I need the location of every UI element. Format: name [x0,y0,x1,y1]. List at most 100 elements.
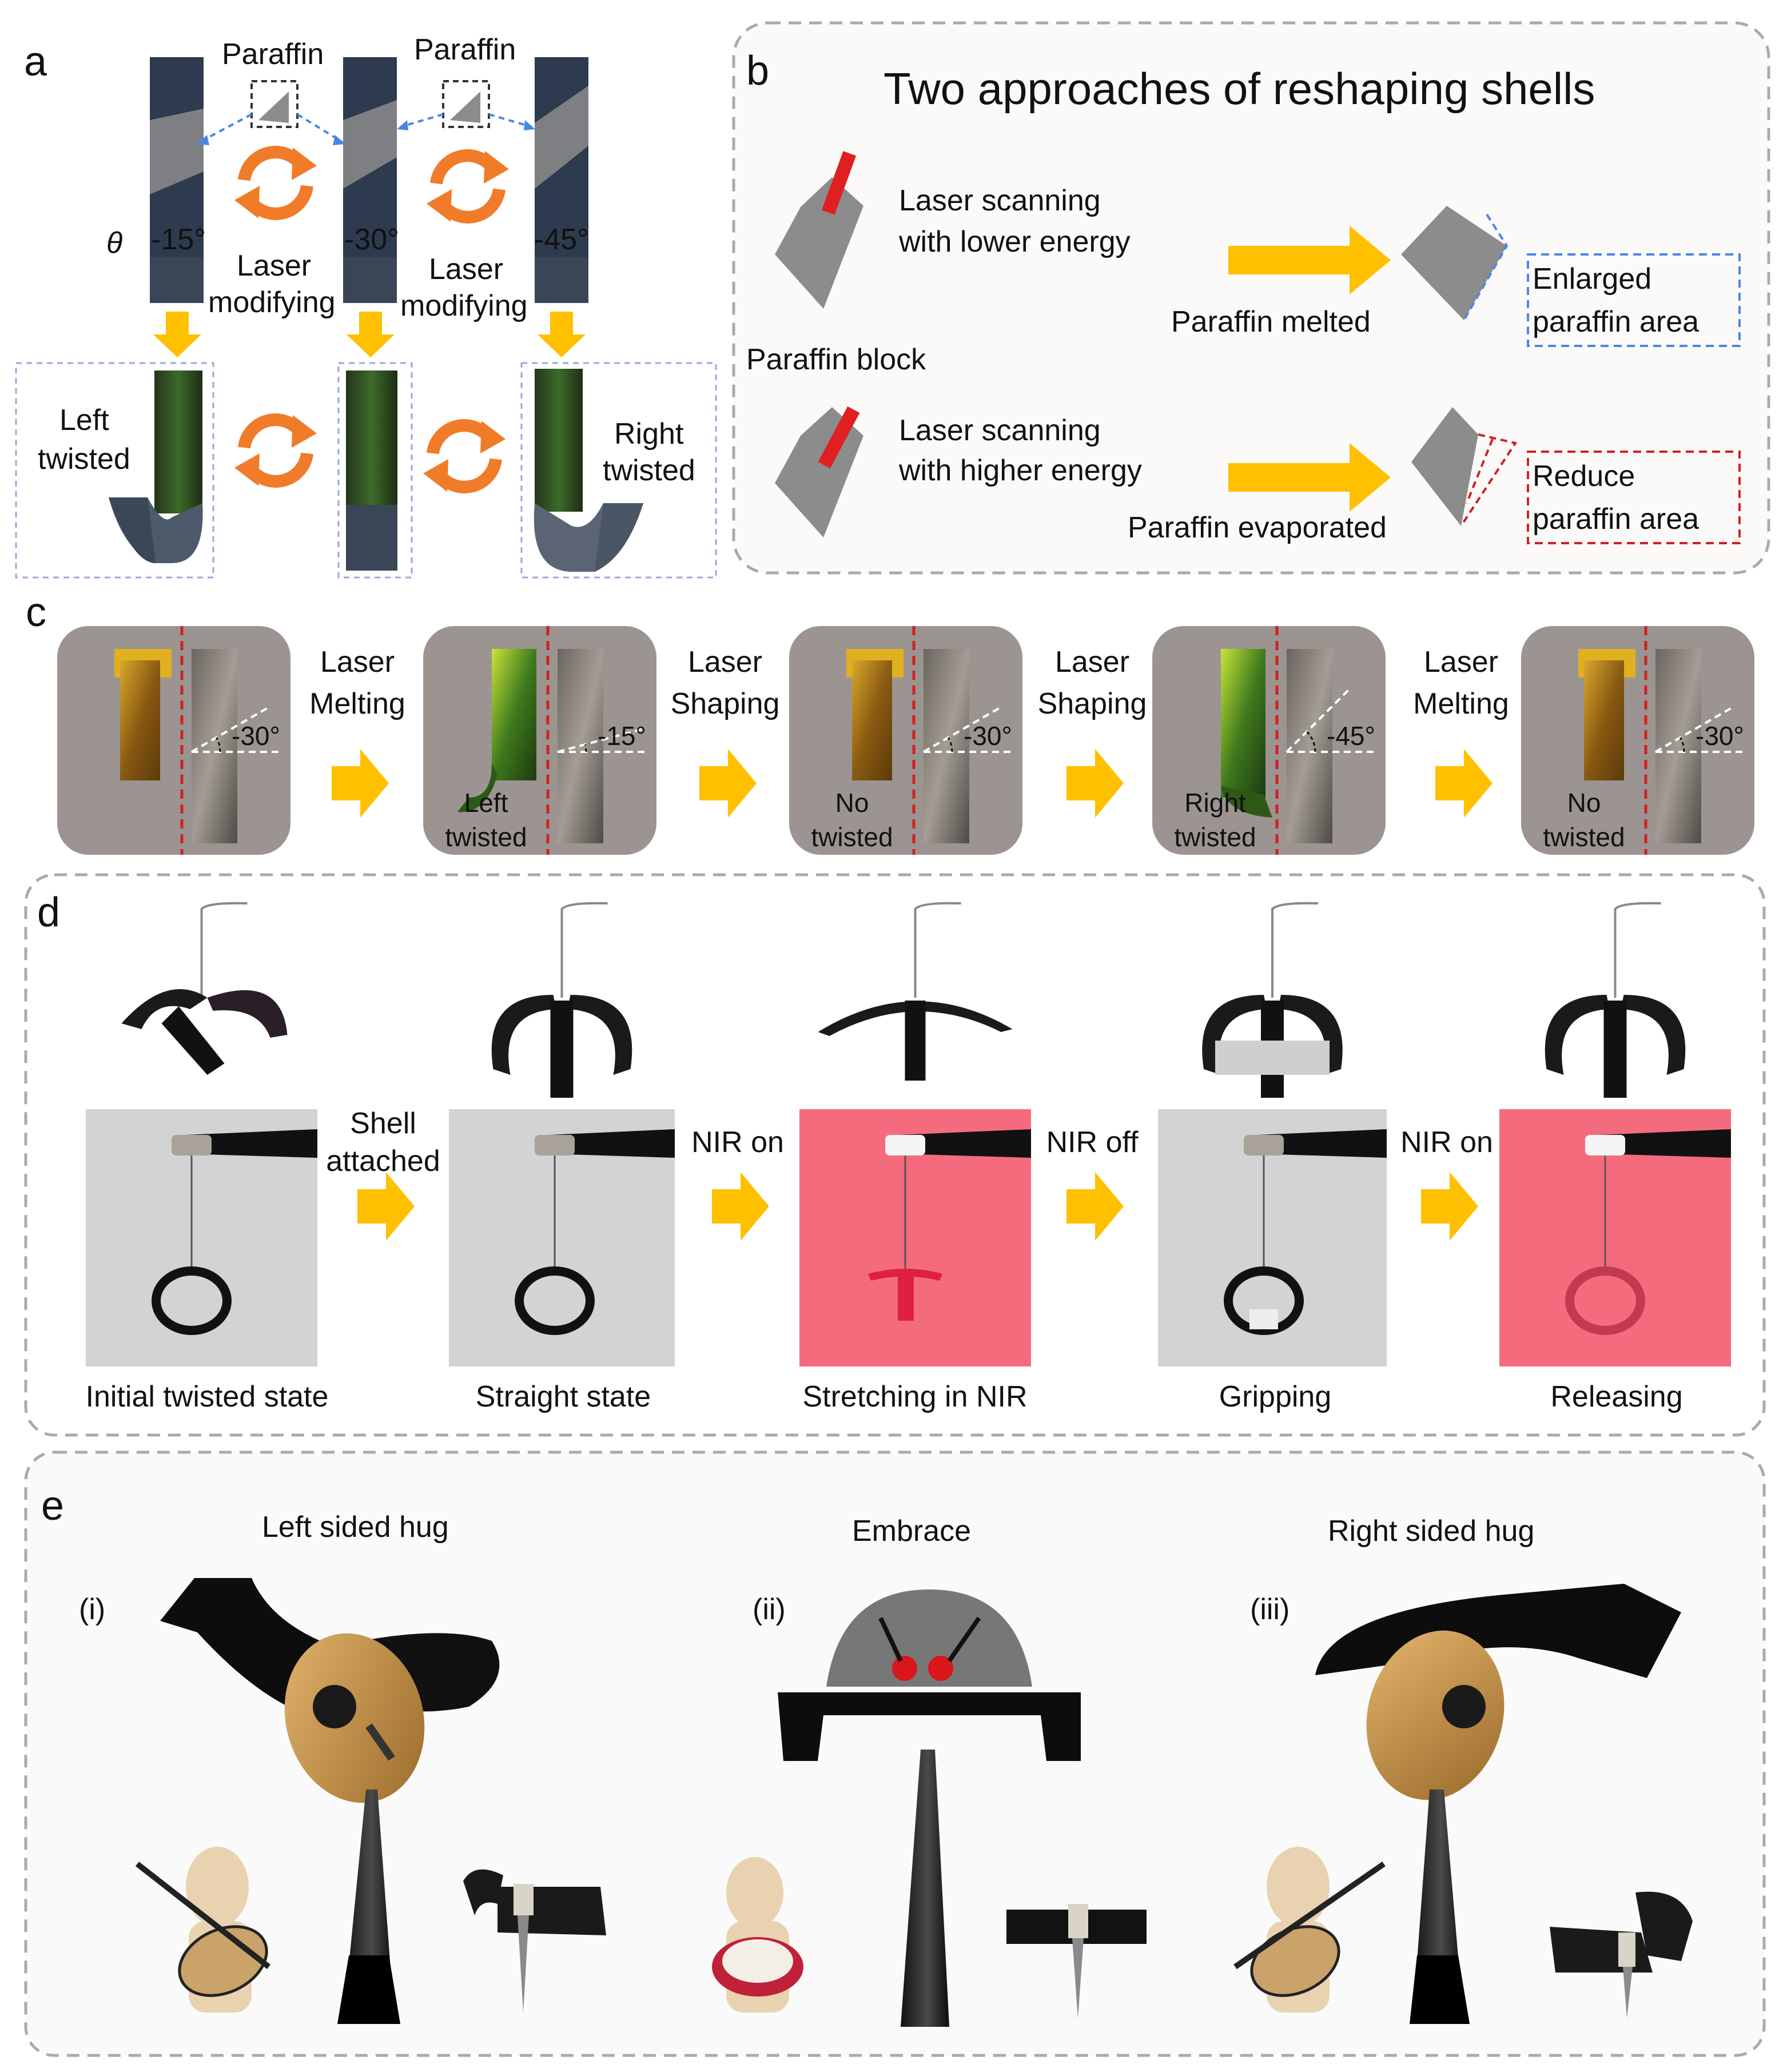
laser-modifying-label: modifying [208,286,336,319]
angle-arc [1306,731,1316,752]
tube-holder [1585,1135,1625,1155]
state-label: twisted [1174,822,1256,852]
reduce-label: paraffin area [1533,503,1699,536]
process-step: NIR on [691,1126,784,1241]
hug-title: Right sided hug [1328,1515,1534,1548]
gripper-render [818,1001,1013,1036]
gripped-object [1215,1041,1330,1075]
reduced-area-outline [1460,433,1518,527]
angle-label: -30° [344,223,399,256]
down-arrows [153,312,586,357]
state-card: -45° Right twisted [1152,626,1386,855]
step-arrow [712,1172,769,1241]
angle-arc [947,737,953,752]
left-twisted-shell [109,370,203,563]
suspension-wire [560,902,608,998]
panel-label-c: c [26,589,46,635]
strip-minus-45 [535,57,588,303]
enlarged-box [1527,253,1741,347]
shell-photo [457,763,498,812]
left-twisted-label: twisted [38,443,130,476]
shell-photo [492,649,536,780]
panel-e: e Left sided hug Embrace Right sided hug… [24,1451,1766,2057]
row1-laser-line2: with lower energy [898,225,1131,258]
paraffin-pattern-photo [192,649,237,843]
angle-label: -45° [1327,721,1375,751]
tweezer-tip [186,1129,317,1158]
gripper-frame [1499,902,1731,1366]
left-hug-photo [160,1578,500,2024]
angle-label: -30° [232,721,280,751]
panel-label-a: a [24,39,47,85]
step-arrow [1066,749,1124,818]
straight-shell [346,370,397,571]
shell-photo [1221,649,1265,798]
panel-b-title: Two approaches of reshaping shells [883,63,1595,114]
tube-holder [172,1135,212,1155]
step-label: Laser [1424,645,1498,679]
panel-label-e: e [41,1483,64,1529]
gripper-render [207,990,288,1038]
right-twisted-shell [534,369,643,572]
gripper-render [161,1006,225,1075]
state-caption: Straight state [476,1380,651,1413]
tweezer-tip [900,1129,1031,1158]
state-label: twisted [445,822,527,852]
tweezer-tip [1599,1129,1731,1158]
gripper-render [567,995,632,1075]
suspension-wire [1271,902,1319,998]
paraffin-inset-box [250,80,299,128]
step-label: Laser [320,645,395,679]
suspension-wire [1614,902,1661,998]
panel-label-d: d [37,890,60,935]
angle-arc [215,737,221,752]
state-label: twisted [811,822,893,852]
gripper-shell-photo [898,1275,914,1321]
shell-small-icon [1550,1891,1693,2018]
angle-line [557,727,647,753]
row2-laser-line2: with higher energy [898,454,1142,487]
angle-arc [1679,737,1685,752]
state-label: Right [1184,788,1246,818]
suspension-wire [914,902,961,998]
gripper-shell-photo [152,1266,232,1335]
laser-beam-icon [818,406,860,469]
theta-symbol: θ [106,226,122,260]
tube-holder [885,1135,925,1155]
gripper-frame [799,902,1031,1366]
process-step: NIR off [1046,1126,1139,1241]
gripper-render [905,1001,926,1081]
shell-small-icon [463,1869,606,2013]
hug-title: Left sided hug [262,1511,449,1544]
angle-label: -30° [1696,721,1744,751]
tweezer-tip [549,1129,675,1158]
paraffin-block-label: Paraffin block [746,343,926,376]
shell-photo [1584,660,1624,780]
roman-label: (ii) [753,1593,786,1626]
paraffin-pattern-photo [924,649,969,843]
roman-label: (i) [79,1593,105,1626]
gripper-frame [1158,902,1387,1366]
step-arrow [1421,1172,1478,1241]
angle-line [1654,705,1736,753]
paraffin-sample-icon [450,91,480,123]
angle-line [190,705,272,753]
cycle-icon [234,146,317,220]
state-label: Left [464,788,508,818]
enlarged-label: paraffin area [1533,305,1699,338]
enlarged-label: Enlarged [1533,262,1651,296]
reduce-label: Reduce [1533,460,1635,493]
angle-arc [584,744,587,752]
state-card: -30° [57,626,290,855]
row2-result: Paraffin evaporated [1128,511,1387,544]
evaporated-block-shape [1411,407,1478,526]
state-label: twisted [1543,822,1625,852]
right-twisted-label: Right [614,417,684,451]
gripper-shell-photo [1565,1266,1645,1335]
